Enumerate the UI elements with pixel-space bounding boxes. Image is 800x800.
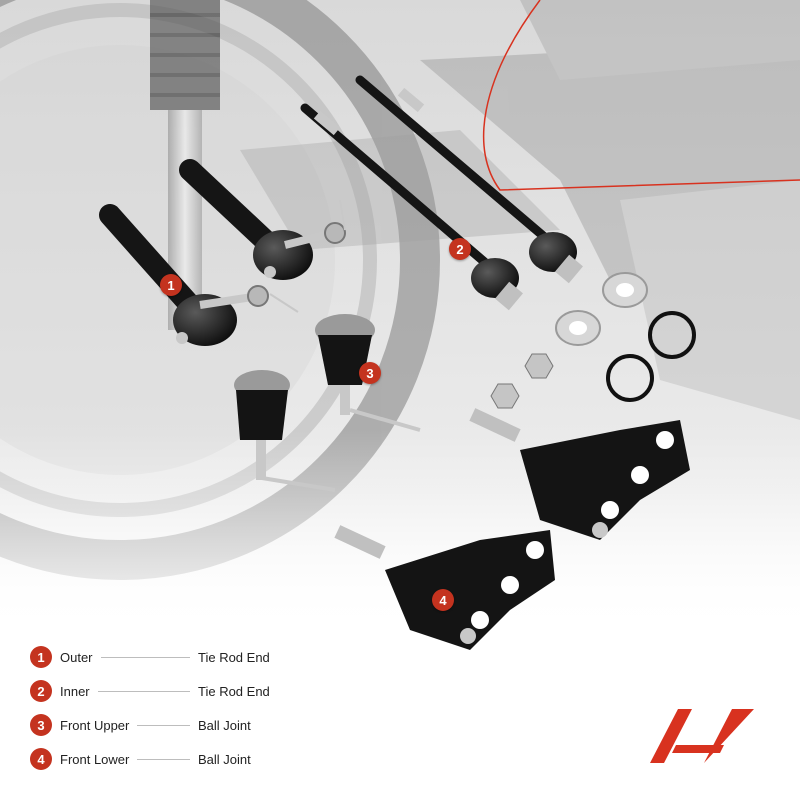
legend-position: Outer [60,649,93,665]
legend-divider [137,724,190,726]
marker-2: 2 [449,238,471,260]
red-accent-curve [482,0,800,191]
legend-divider [100,656,190,658]
upper-ball-joint-small [234,370,336,492]
frame-background [240,0,800,420]
legend-row: 4 Front Lower Ball Joint [30,742,280,776]
marker-1: 1 [160,274,182,296]
legend-number: 3 [30,714,52,736]
legend-row: 2 Inner Tie Rod End [30,674,280,708]
legend-row: 3 Front Upper Ball Joint [30,708,280,742]
legend-part-type: Tie Rod End [198,683,270,699]
legend-position: Front Lower [60,751,130,767]
legend-number: 1 [30,646,52,668]
lower-ball-joint-lower [334,525,555,650]
marker-3: 3 [359,362,381,384]
legend-part-type: Tie Rod End [198,649,270,665]
legend-number: 4 [30,748,52,770]
legend-position: Inner [60,683,90,699]
legend-number: 2 [30,680,52,702]
hardware-washers-nuts-rings [490,272,696,409]
legend-position: Front Upper [60,717,130,733]
lower-ball-joint-upper [469,408,690,540]
parts-legend: 1 Outer Tie Rod End 2 Inner Tie Rod End … [30,640,280,776]
a-premium-logo-icon [650,709,754,763]
legend-divider [97,690,190,692]
legend-part-type: Ball Joint [198,751,251,767]
legend-divider [137,758,190,760]
outer-tie-rod-end-right [179,159,346,280]
legend-part-type: Ball Joint [198,717,251,733]
inner-tie-rod-right [355,75,583,284]
marker-4: 4 [432,589,454,611]
legend-row: 1 Outer Tie Rod End [30,640,280,674]
upper-ball-joint-large [315,314,421,432]
